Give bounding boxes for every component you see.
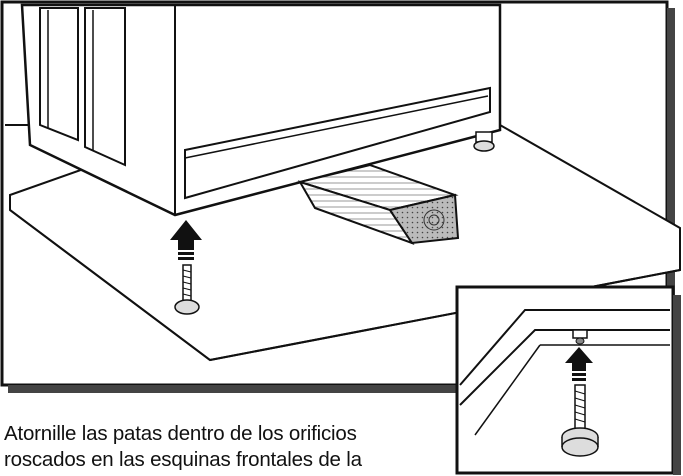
instruction-caption: Atornille las patas dentro de los orific… <box>4 421 444 473</box>
inset-up-arrow-icon <box>565 347 593 381</box>
caption-line-1: Atornille las patas dentro de los orific… <box>4 422 357 445</box>
front-leveling-foot <box>174 264 200 315</box>
inset-detail-illustration <box>455 285 681 475</box>
inset-appliance-corner <box>459 309 670 436</box>
inset-leveling-foot <box>561 384 599 457</box>
up-arrow-icon <box>170 220 202 260</box>
rear-leveling-foot <box>473 131 495 152</box>
caption-line-2: roscados en las esquinas frontales de la <box>4 448 362 471</box>
wood-block <box>296 163 460 245</box>
